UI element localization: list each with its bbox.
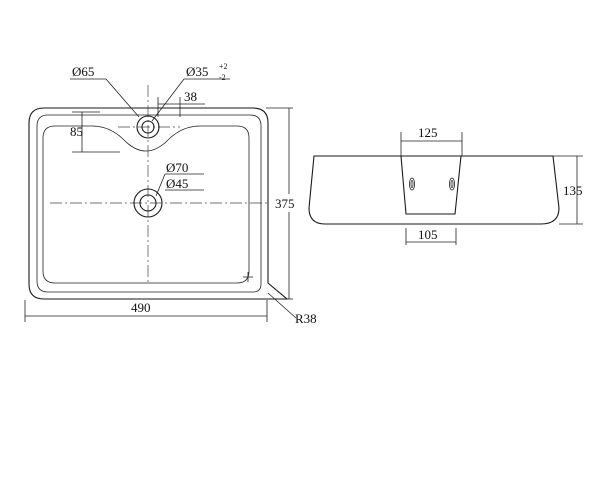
label-490: 490	[131, 300, 151, 315]
label-d35-tol-minus: -2	[219, 73, 226, 82]
tap-hole-inner	[141, 120, 155, 134]
side-body-outline	[308, 155, 560, 225]
drain-leader	[155, 173, 166, 197]
mounting-hole-left	[408, 177, 415, 191]
label-38: 38	[184, 89, 197, 104]
label-105: 105	[418, 227, 438, 242]
label-r38: R38	[295, 311, 317, 326]
basin-rim-contour	[36, 114, 262, 293]
tap-hole-outer	[136, 115, 160, 139]
d35-leader	[151, 78, 185, 122]
label-d45: Ø45	[166, 176, 188, 191]
d65-leader	[105, 78, 140, 118]
label-d35-tol-plus: +2	[219, 62, 228, 71]
top-view: Ø65 Ø35 +2 -2 38 85 Ø70 Ø45 375 490	[24, 62, 317, 326]
side-view: 125 135 105	[308, 125, 583, 245]
label-375: 375	[275, 196, 295, 211]
side-pedestal-outline	[400, 155, 462, 215]
label-125: 125	[418, 125, 438, 140]
label-d65: Ø65	[72, 64, 94, 79]
drain-hole-outer	[133, 188, 163, 218]
basin-outer-outline	[28, 107, 289, 300]
basin-bowl-outline	[42, 125, 250, 284]
drain-hole-inner	[139, 194, 157, 212]
label-85: 85	[70, 124, 83, 139]
r38-leader	[267, 292, 297, 319]
mounting-hole-right	[448, 177, 455, 191]
label-d35: Ø35	[186, 64, 208, 79]
label-d70: Ø70	[166, 160, 188, 175]
mounting-hole-left-inner	[410, 180, 414, 188]
label-135: 135	[563, 183, 583, 198]
mounting-hole-right-inner	[450, 180, 454, 188]
